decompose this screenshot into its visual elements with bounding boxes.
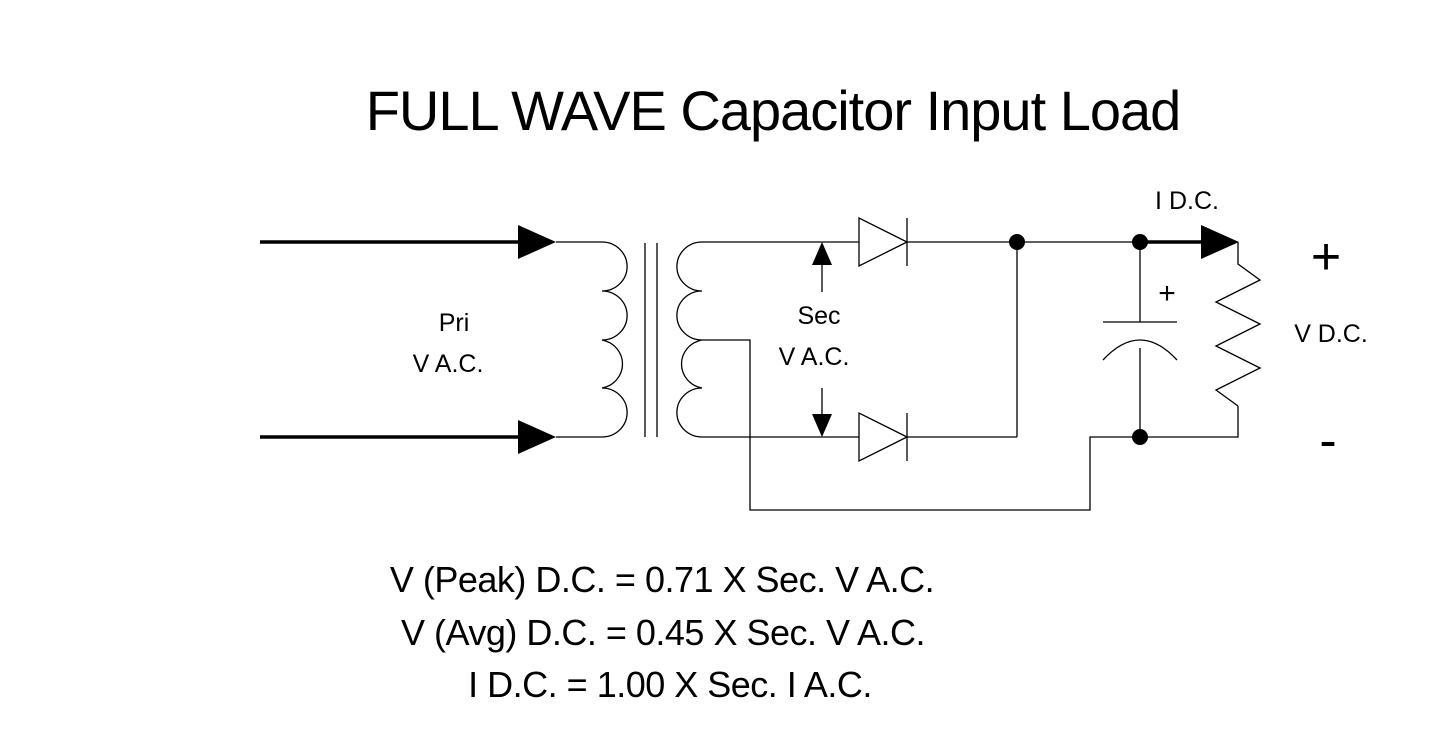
positive-terminal-label: +	[1311, 228, 1341, 286]
filter-capacitor	[1102, 321, 1178, 361]
load-resistor	[1214, 242, 1262, 407]
secondary-voltage-arrows	[812, 242, 832, 437]
formula-peak-voltage: V (Peak) D.C. = 0.71 X Sec. V A.C.	[390, 559, 934, 600]
junction-dot	[1132, 429, 1148, 445]
junction-dot	[1009, 234, 1025, 250]
bottom-diode	[858, 411, 909, 463]
formula-dc-current: I D.C. = 1.00 X Sec. I A.C.	[468, 664, 872, 705]
primary-label: Pri	[439, 309, 470, 337]
formula-average-voltage: V (Avg) D.C. = 0.45 X Sec. V A.C.	[401, 612, 925, 653]
dc-voltage-label: V D.C.	[1294, 320, 1368, 348]
top-diode	[858, 216, 909, 268]
dc-current-label: I D.C.	[1155, 187, 1219, 215]
dc-current-arrow	[1140, 225, 1239, 259]
capacitor-polarity-mark: +	[1158, 277, 1176, 310]
diagram-title: FULL WAVE Capacitor Input Load	[366, 79, 1181, 142]
center-tap-return-wire	[702, 339, 1239, 511]
secondary-voltage-label: V A.C.	[779, 343, 850, 371]
primary-bottom-arrow	[518, 420, 556, 454]
negative-terminal-label: -	[1319, 412, 1336, 470]
primary-input-leads	[260, 225, 602, 454]
circuit-wires	[702, 241, 1239, 511]
primary-winding	[601, 241, 628, 438]
transformer-core	[644, 243, 658, 437]
primary-top-arrow	[518, 225, 556, 259]
secondary-winding	[676, 241, 703, 438]
primary-voltage-label: V A.C.	[413, 350, 484, 378]
secondary-label: Sec	[797, 302, 840, 330]
